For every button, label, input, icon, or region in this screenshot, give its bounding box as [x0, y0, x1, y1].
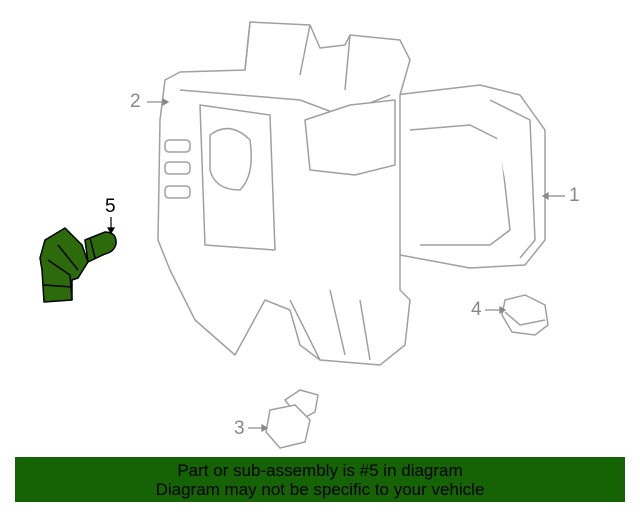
nut-part-4: [501, 294, 549, 336]
callout-4[interactable]: 4: [471, 299, 482, 320]
callout-1[interactable]: 1: [569, 185, 580, 206]
sensor-part-5: [39, 227, 117, 303]
housing-assembly: [157, 21, 546, 366]
banner-line-1: Part or sub-assembly is #5 in diagram: [177, 461, 463, 480]
callout-3[interactable]: 3: [234, 418, 245, 439]
leader-lines: [147, 97, 565, 433]
banner-line-2: Diagram may not be specific to your vehi…: [155, 480, 485, 499]
leader-5: [106, 217, 116, 235]
info-banner: Part or sub-assembly is #5 in diagram Di…: [15, 457, 625, 502]
callout-5[interactable]: 5: [105, 196, 116, 217]
bolt-part-3: [265, 389, 319, 449]
callout-2[interactable]: 2: [130, 91, 141, 112]
